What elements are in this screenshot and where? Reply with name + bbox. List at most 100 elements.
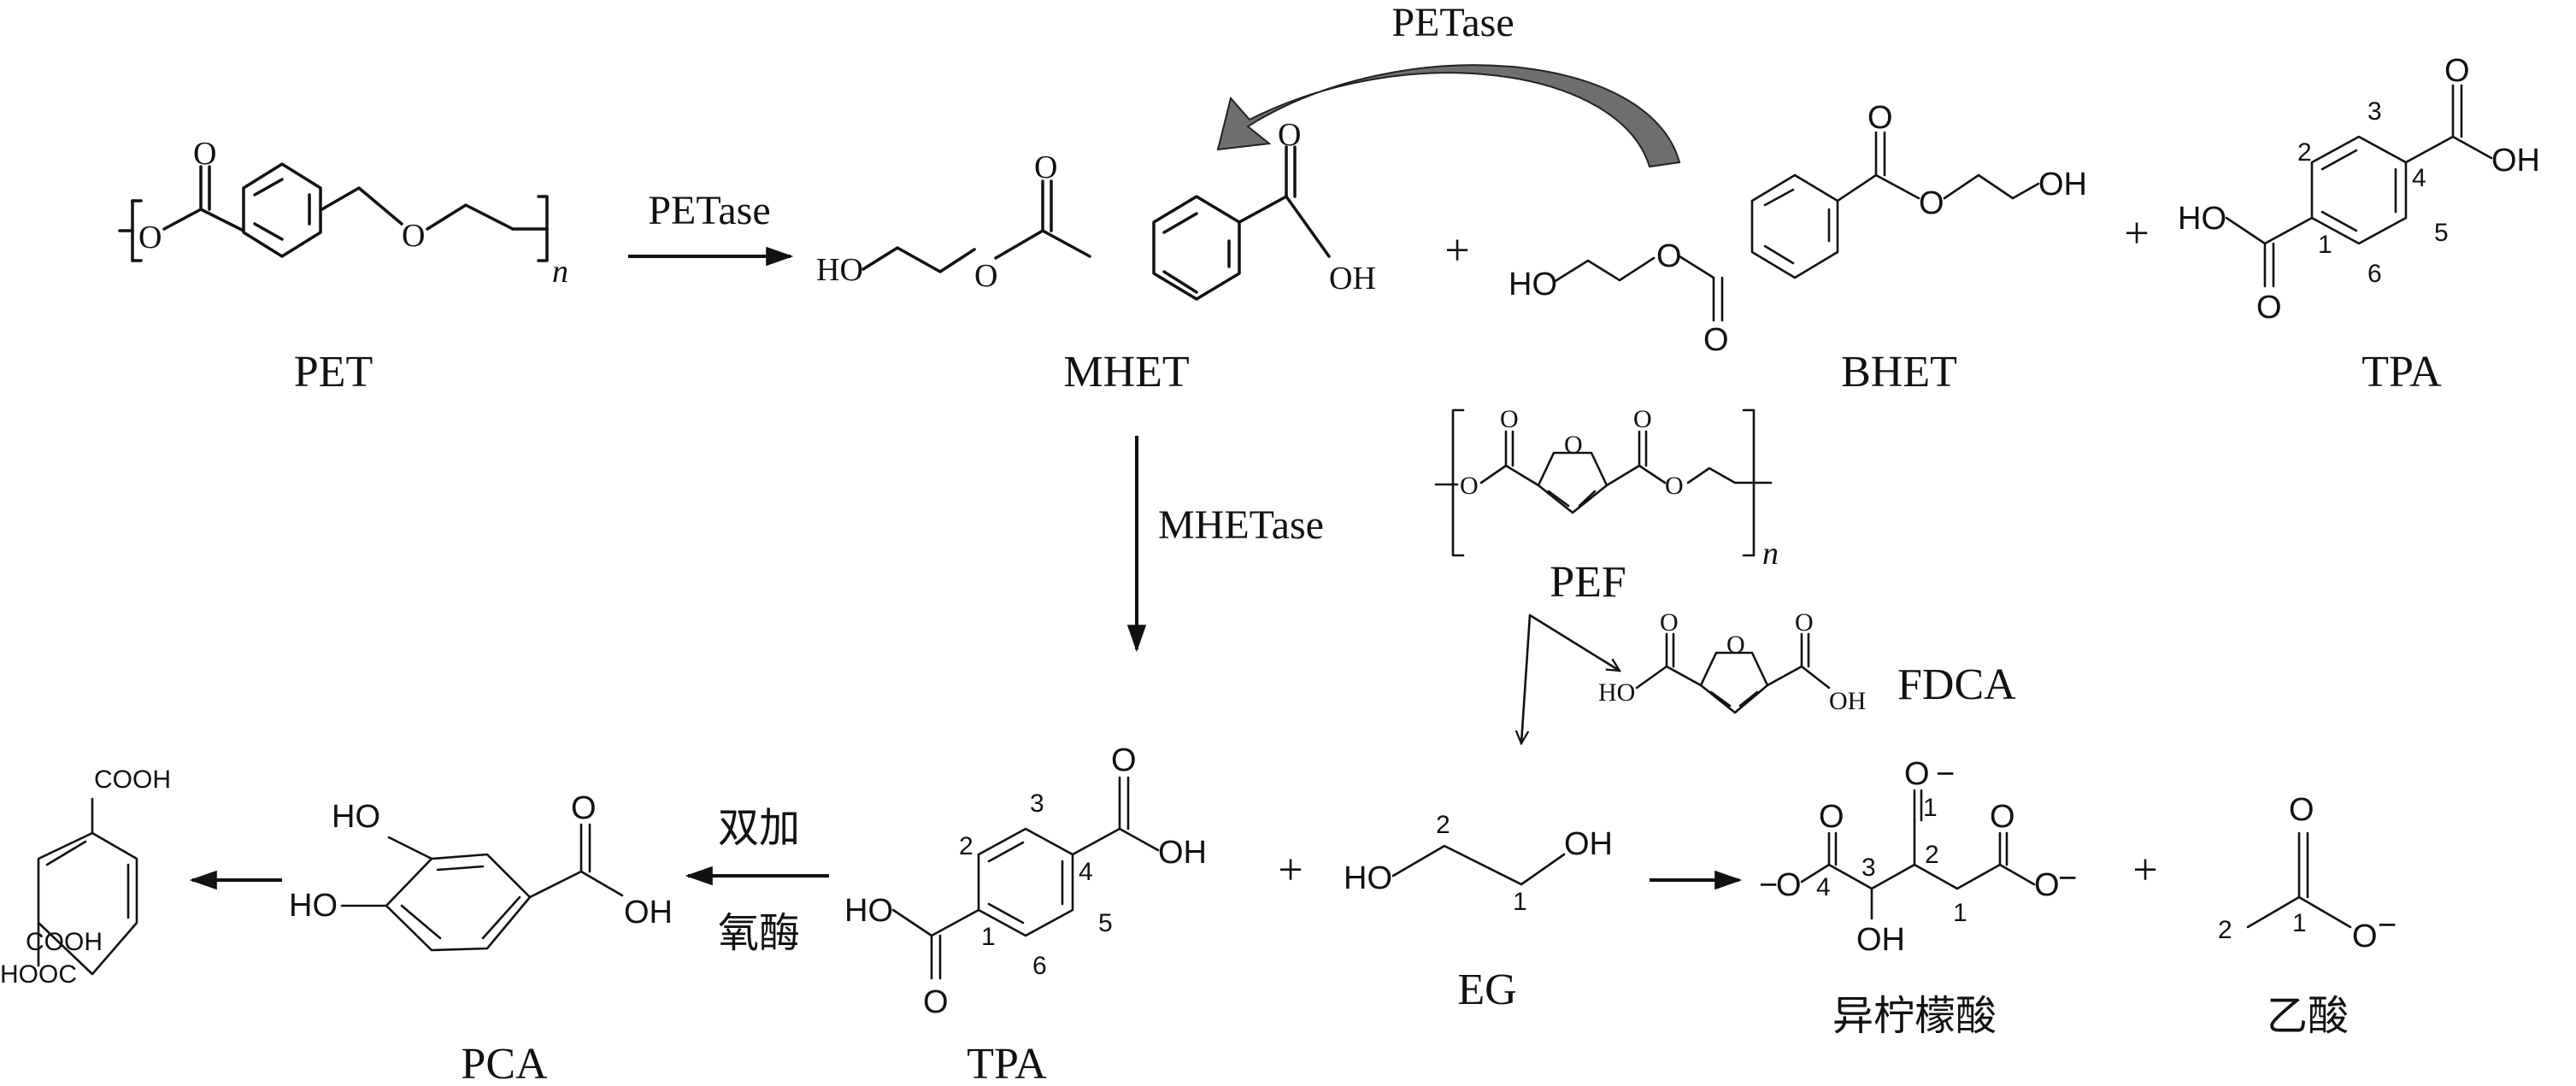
acetate-oxygen: O	[2352, 919, 2378, 954]
isocitrate-position-4: 4	[1816, 873, 1831, 901]
tpa-bottom-position-2: 2	[959, 832, 973, 860]
acetate-label: 乙酸	[2267, 992, 2349, 1040]
acetate-structure: O O − 1 2	[2218, 792, 2397, 954]
pef-ester-oxygen-right: O	[1665, 472, 1684, 500]
tpa-bottom-position-6: 6	[1032, 952, 1047, 980]
isocitrate-structure: − O O OH O − O O − 1 2 3 4 1	[1759, 756, 2077, 958]
isocitrate-oxygen-right: O	[2034, 867, 2060, 903]
isocitrate-charge-right: −	[2058, 860, 2077, 896]
fdca-carbonyl-oxygen-right: O	[1795, 608, 1814, 637]
fdca-furan-oxygen: O	[1726, 631, 1745, 659]
isocitrate-carbonyl-oxygen-c1: O	[1904, 756, 1930, 792]
pef-repeat-n: n	[1762, 536, 1779, 572]
tpa-bottom-carbonyl-oxygen-top: O	[1111, 743, 1137, 778]
isocitrate-charge-left: −	[1759, 867, 1778, 903]
isocitrate-position-1-bottom: 1	[1953, 899, 1967, 927]
eg-structure: HO OH 2 1	[1344, 811, 1613, 916]
pef-structure: O O O O O n	[1434, 405, 1779, 572]
tpa-bottom-position-1: 1	[981, 923, 996, 951]
petase-recycle-label: PETase	[1391, 0, 1514, 45]
pef-ester-oxygen-left: O	[1460, 472, 1479, 500]
pef-carbonyl-oxygen-right: O	[1633, 405, 1652, 433]
bhet-ester-oxygen-left: O	[1656, 238, 1682, 274]
pef-to-fdca-arrow	[1528, 613, 1620, 671]
acetate-carbonyl-oxygen: O	[2289, 792, 2314, 828]
acetate-position-2: 2	[2218, 916, 2232, 944]
isocitrate-position-3: 3	[1861, 854, 1876, 882]
petase-reaction-label: PETase	[648, 188, 770, 233]
tpa-top-position-6: 6	[2367, 260, 2382, 288]
mhet-label: MHET	[1063, 348, 1189, 396]
pet-label: PET	[294, 348, 373, 396]
mhet-structure: HO O O O OH	[816, 117, 1376, 301]
tpa-bottom-hydroxyl-left: HO	[844, 893, 893, 929]
plus-bhet-tpa: +	[2124, 209, 2149, 258]
pef-to-eg-arrow	[1521, 613, 1532, 743]
isocitrate-carbonyl-oxygen-right: O	[1990, 799, 2015, 835]
petase-recycle-arrow	[1216, 64, 1681, 168]
tpa-bottom-structure: HO O O OH 1 2 3 4 5 6	[844, 743, 1207, 1020]
pet-structure: O O O n	[118, 136, 568, 290]
bhet-label: BHET	[1841, 348, 1957, 396]
tpa-bottom-label: TPA	[967, 1040, 1047, 1086]
tpa-top-position-1: 1	[2318, 231, 2332, 259]
eg-hydroxyl-right: OH	[1564, 826, 1613, 862]
pet-ether-oxygen: O	[402, 218, 425, 254]
muconate-carboxyl-bottom: HOOC	[0, 960, 77, 989]
tpa-bottom-carbonyl-oxygen-bottom: O	[923, 984, 949, 1020]
tpa-bottom-position-3: 3	[1030, 790, 1044, 818]
bhet-carbonyl-oxygen-right: O	[1867, 100, 1893, 136]
muconate-carboxyl-inner: COOH	[26, 928, 103, 956]
bhet-ester-oxygen-right: O	[1919, 185, 1944, 221]
bhet-carbonyl-oxygen-left: O	[1703, 322, 1729, 358]
bhet-structure: HO O O O O OH	[1509, 100, 2087, 358]
tpa-top-position-3: 3	[2367, 97, 2382, 126]
isocitrate-oxygen-left: O	[1776, 867, 1802, 903]
isocitrate-hydroxyl: OH	[1856, 922, 1905, 958]
tpa-top-position-5: 5	[2434, 219, 2449, 247]
fdca-hydroxyl-left: HO	[1598, 678, 1635, 707]
dioxygenase-label-line2: 氧酶	[718, 909, 800, 957]
muconate-carboxyl-top: COOH	[94, 766, 171, 794]
tpa-top-structure: HO O O OH 1 2 3 4 5 6	[2178, 53, 2540, 326]
pca-structure: HO HO O OH	[289, 790, 673, 952]
mhet-carbonyl-oxygen-right: O	[1278, 117, 1301, 153]
eg-label: EG	[1457, 966, 1516, 1014]
tpa-top-position-2: 2	[2297, 138, 2312, 167]
mhetase-label: MHETase	[1158, 502, 1324, 548]
isocitrate-position-1-top: 1	[1923, 794, 1938, 822]
bhet-hydroxyl-right: OH	[2038, 167, 2087, 203]
isocitrate-position-2: 2	[1925, 841, 1939, 869]
pca-hydroxyl-acid: OH	[624, 895, 673, 930]
mhet-hydroxyl-right: OH	[1329, 261, 1376, 296]
tpa-top-hydroxyl-right: OH	[2491, 143, 2540, 179]
pet-carbonyl-oxygen: O	[193, 136, 216, 172]
tpa-top-carbonyl-oxygen-bottom: O	[2256, 290, 2282, 326]
isocitrate-label: 异柠檬酸	[1832, 992, 1997, 1040]
tpa-bottom-position-4: 4	[1079, 858, 1093, 886]
fdca-label: FDCA	[1897, 660, 2016, 709]
pet-repeat-n: n	[552, 254, 568, 290]
tpa-top-position-4: 4	[2412, 164, 2426, 192]
muconate-structure: COOH COOH HOOC	[0, 766, 171, 989]
plus-tpa-eg: +	[1278, 846, 1303, 895]
tpa-bottom-hydroxyl-right: OH	[1158, 835, 1207, 871]
tpa-top-hydroxyl-left: HO	[2178, 201, 2226, 237]
fdca-structure: HO O O O OH	[1598, 608, 1866, 715]
fdca-carbonyl-oxygen-left: O	[1660, 608, 1679, 637]
mhet-ester-oxygen: O	[974, 258, 997, 294]
pef-carbonyl-oxygen-left: O	[1500, 405, 1519, 433]
eg-hydroxyl-left: HO	[1344, 860, 1392, 896]
mhet-hydroxyl-left: HO	[816, 252, 863, 288]
acetate-position-1: 1	[2292, 909, 2307, 937]
pca-label: PCA	[461, 1040, 548, 1086]
eg-position-2: 2	[1436, 811, 1450, 839]
plus-mhet-bhet: +	[1444, 226, 1469, 275]
pef-furan-oxygen: O	[1564, 431, 1583, 459]
tpa-top-carbonyl-oxygen-top: O	[2444, 53, 2470, 89]
pca-hydroxyl-bottom: HO	[289, 888, 338, 924]
isocitrate-charge-top: −	[1936, 756, 1955, 792]
pca-hydroxyl-top: HO	[332, 799, 380, 835]
pet-ester-oxygen: O	[138, 220, 162, 255]
